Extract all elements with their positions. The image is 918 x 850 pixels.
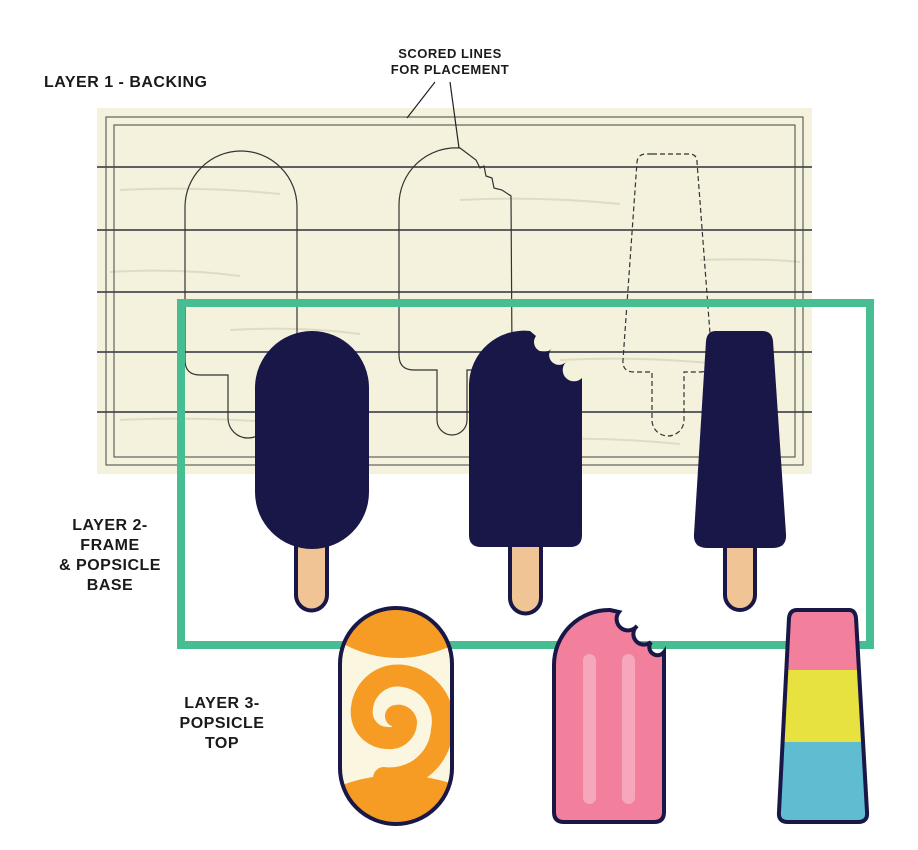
base-bitten: [469, 330, 582, 547]
popsicle-sticks: [294, 528, 757, 616]
scored-outline-tapered: [622, 153, 713, 437]
scored-callout-lines: [406, 81, 460, 149]
top-rainbow-tapered: [776, 608, 870, 824]
pink-stripe-left: [583, 654, 596, 804]
backing-border-inner: [113, 124, 796, 458]
rainbow-yellow: [778, 670, 868, 742]
pink-body: [552, 607, 666, 824]
layer2-frame-and-base: [177, 299, 874, 649]
pink-stripe-right: [622, 654, 635, 804]
top-orange-swirl: [338, 606, 454, 826]
stick-3: [723, 528, 757, 612]
swirl-spiral: [350, 664, 452, 790]
plank-lines: [97, 166, 812, 413]
top-pink-bitten: [552, 607, 666, 824]
layer1-backing: [97, 108, 812, 474]
frame: [177, 299, 874, 649]
layer2-label: LAYER 2- FRAME & POPSICLE BASE: [59, 517, 161, 594]
popsicle-bases: [255, 330, 787, 549]
layer3-label: LAYER 3- POPSICLE TOP: [179, 695, 265, 752]
rainbow-blue: [778, 742, 868, 822]
stick-1: [294, 528, 329, 613]
layer3-popsicle-tops: [338, 606, 870, 826]
layer1-label: LAYER 1 - BACKING: [44, 74, 208, 91]
base-tapered: [693, 331, 787, 548]
scored-lines-label: SCORED LINES FOR PLACEMENT: [390, 46, 510, 78]
base-round: [255, 331, 369, 549]
rainbow-pink: [778, 610, 868, 670]
stick-2: [508, 528, 543, 616]
